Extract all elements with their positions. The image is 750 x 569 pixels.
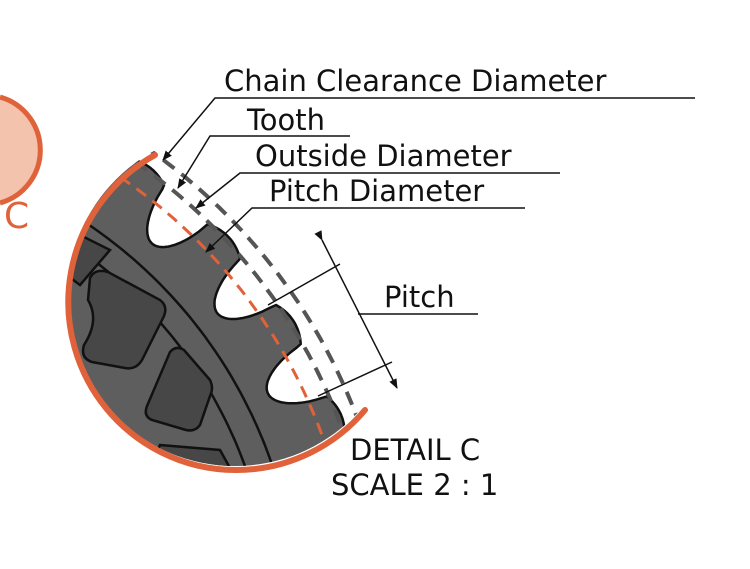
detail-title: DETAIL C (350, 433, 480, 467)
pitch-diameter-label: Pitch Diameter (269, 174, 484, 208)
chain-clearance-circle (104, 130, 390, 466)
leader-lines (162, 97, 695, 253)
tooth-label: Tooth (246, 103, 325, 137)
pitch-label: Pitch (384, 280, 455, 314)
detail-boundary-arc (65, 152, 368, 473)
detail-scale: SCALE 2 : 1 (331, 468, 498, 502)
outside-diameter-label: Outside Diameter (255, 139, 512, 173)
detail-callout-circle: C (0, 94, 43, 237)
callout-letter: C (4, 196, 29, 237)
chain-clearance-diameter-label: Chain Clearance Diameter (224, 64, 607, 98)
hub-ring-outer (67, 204, 294, 466)
pitch-dimension (267, 230, 478, 397)
